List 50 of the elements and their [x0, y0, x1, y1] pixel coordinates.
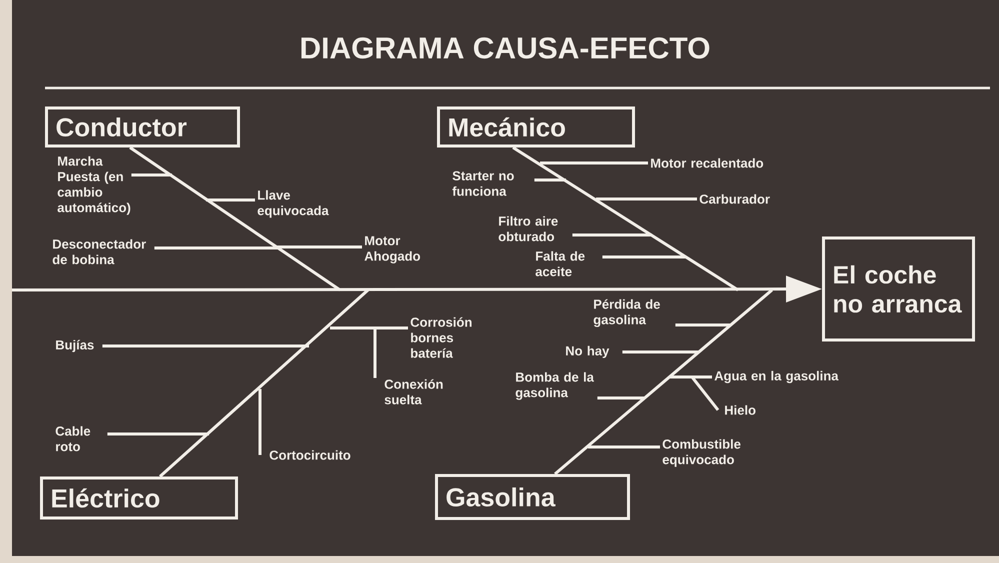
cause-label: Hielo: [725, 405, 756, 415]
sub-rib-line: [258, 389, 262, 455]
cause-label: Conexión suelta: [384, 379, 443, 404]
rib-line: [131, 174, 172, 176]
rib-line: [675, 324, 731, 326]
effect-box: El coche no arranca: [822, 236, 975, 342]
rib-line: [206, 198, 255, 202]
cause-label: Falta de aceite: [536, 251, 585, 276]
cause-label: Corrosión bornes batería: [410, 317, 472, 358]
category-box: Eléctrico: [40, 476, 238, 520]
bone-line: [129, 146, 341, 292]
rib-line: [107, 432, 209, 436]
cause-label: Cortocircuito: [270, 450, 350, 460]
rib-line: [602, 256, 686, 258]
rib-line: [102, 344, 309, 348]
rib-line: [534, 178, 566, 182]
cause-label: Filtro aire obturado: [498, 216, 558, 242]
cause-label: Llave equivocada: [258, 190, 329, 218]
rib-line: [588, 446, 660, 448]
rib-line: [622, 350, 699, 354]
cause-label: Marcha Puesta (en cambio automático): [58, 156, 130, 215]
rib-line: [540, 162, 648, 164]
cause-label: Starter no funciona: [452, 171, 514, 196]
cause-label: No hay: [566, 346, 610, 358]
rib-line: [154, 246, 279, 250]
rib-line: [572, 234, 652, 236]
title: DIAGRAMA CAUSA-EFECTO: [301, 37, 710, 59]
cause-label: Pérdida de gasolina: [594, 299, 660, 327]
cause-label: Bomba de la gasolina: [516, 372, 594, 400]
cause-label: Bujías: [56, 340, 94, 352]
category-box: Gasolina: [435, 474, 630, 520]
rib-line: [277, 246, 362, 248]
cause-label: Motor recalentado: [651, 158, 764, 168]
bone-line: [554, 288, 773, 476]
rib-line: [330, 326, 408, 330]
cause-label: Cable roto: [56, 426, 90, 452]
cause-label: Desconectador de bobina: [52, 239, 146, 264]
rib-line: [670, 376, 712, 378]
bone-line: [159, 288, 369, 478]
category-box: Conductor: [45, 106, 240, 148]
rib-line: [596, 198, 697, 200]
rib-line: [597, 396, 645, 400]
cause-label: Combustible equivocado: [662, 439, 740, 467]
sub-rib-line: [690, 376, 720, 411]
cause-label: Carburador: [700, 194, 770, 204]
bone-line: [512, 146, 739, 292]
category-box: Mecánico: [437, 106, 635, 148]
cause-label: Motor Ahogado: [364, 236, 420, 264]
cause-label: Agua en la gasolina: [714, 370, 839, 384]
sub-rib-line: [374, 328, 376, 378]
